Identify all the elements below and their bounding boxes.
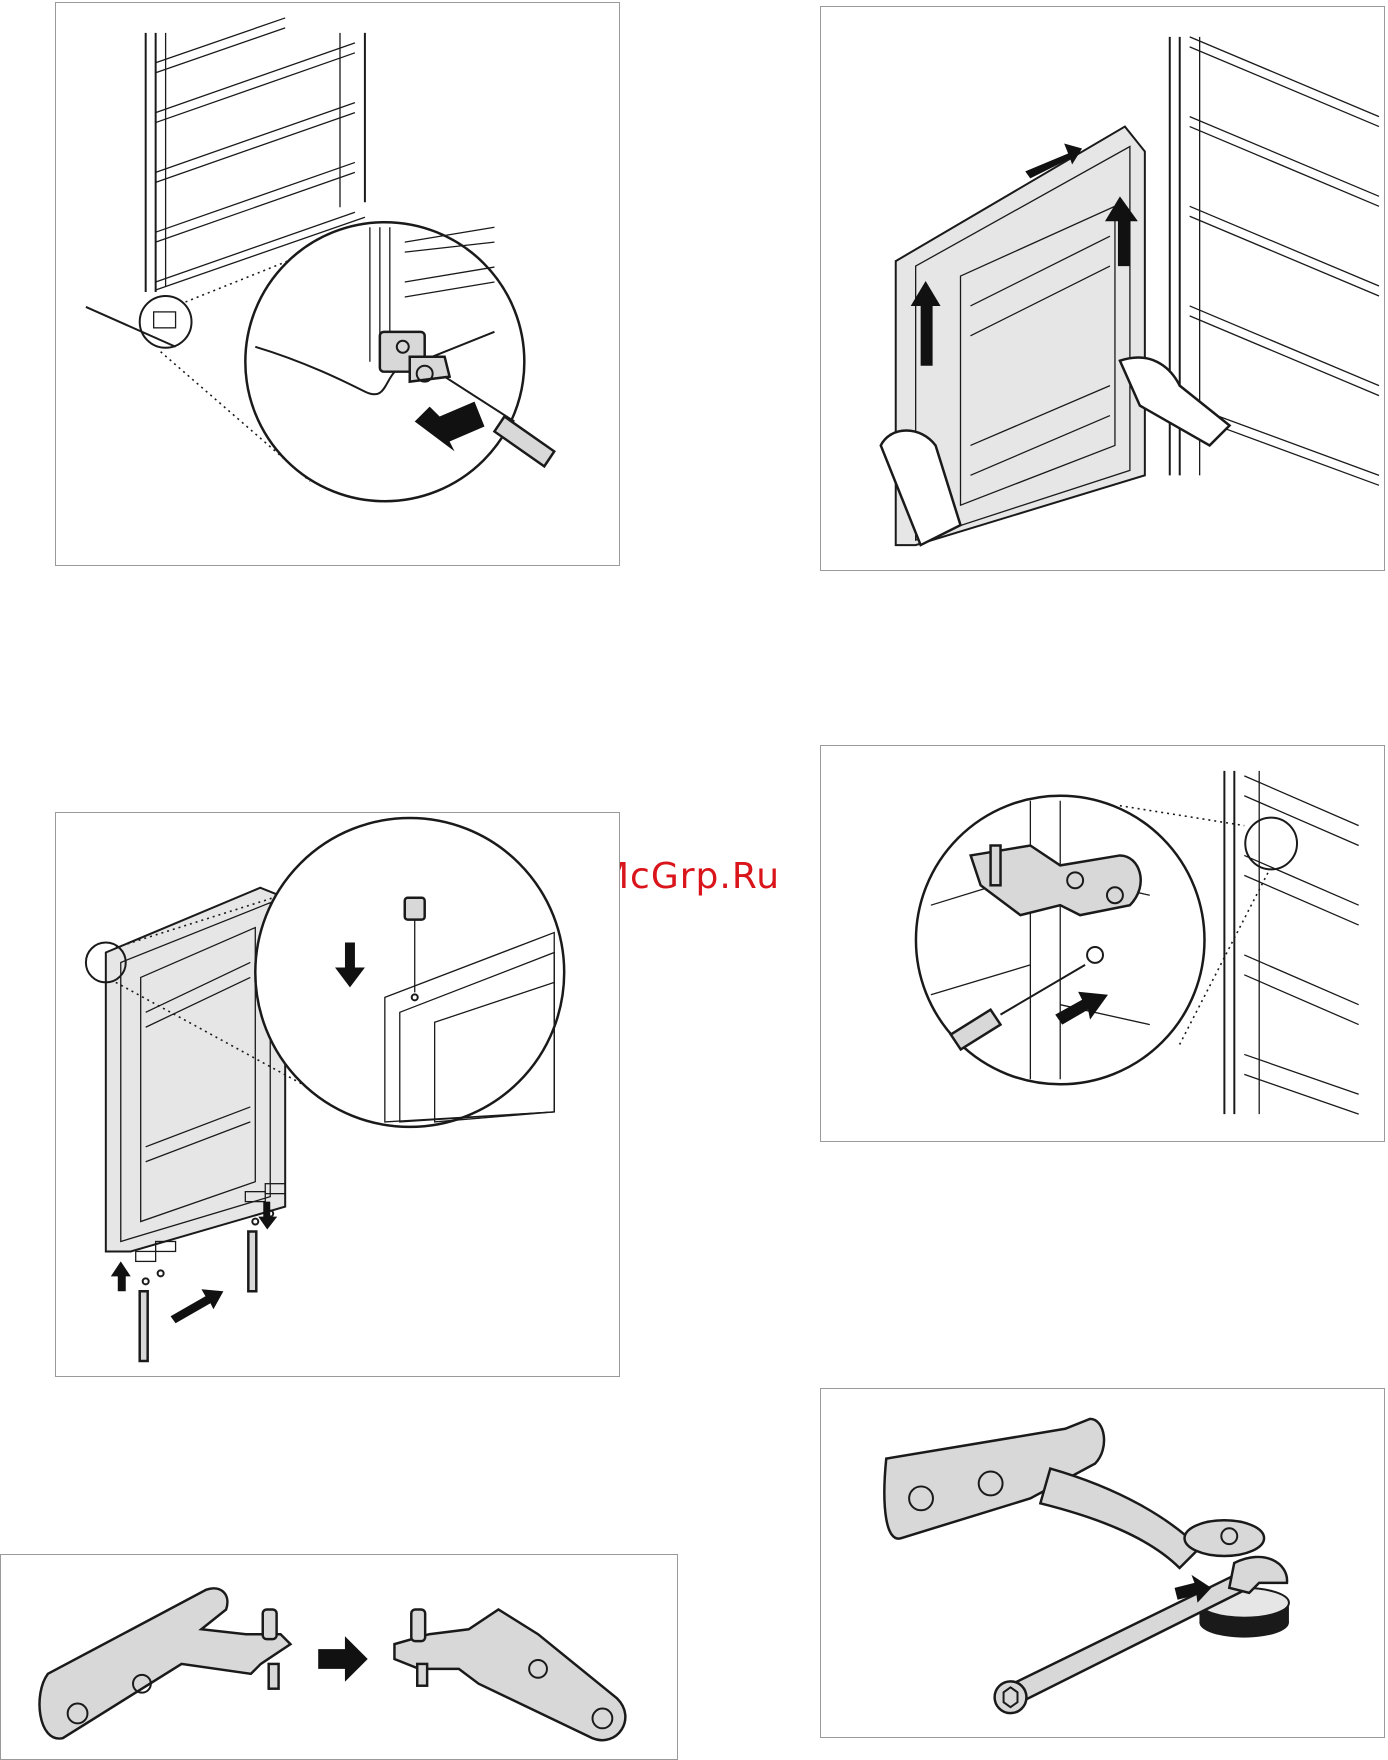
hinge-icon xyxy=(884,1419,1264,1568)
figure-6-wrench-foot xyxy=(820,1388,1385,1738)
freezer-door-icon xyxy=(821,7,1384,570)
arrow-icon xyxy=(318,1636,368,1682)
figure-1-bottom-hinge xyxy=(55,2,620,566)
figure-2-lift-door xyxy=(820,6,1385,571)
hinge-bracket-icon xyxy=(39,1588,290,1738)
door-hinge-zoom-icon xyxy=(821,746,1384,1141)
watermark: McGrp.Ru xyxy=(598,856,780,897)
figure-4-door-plug xyxy=(55,812,620,1377)
door-icon xyxy=(56,813,619,1376)
figure-5-hinge-swap xyxy=(0,1554,678,1760)
plug-icon xyxy=(405,898,425,920)
freezer-cabinet-icon xyxy=(56,3,619,565)
screwdriver-icon xyxy=(494,417,554,467)
hinge-bracket-mirrored-icon xyxy=(394,1609,625,1740)
figure-3-top-hinge xyxy=(820,745,1385,1142)
